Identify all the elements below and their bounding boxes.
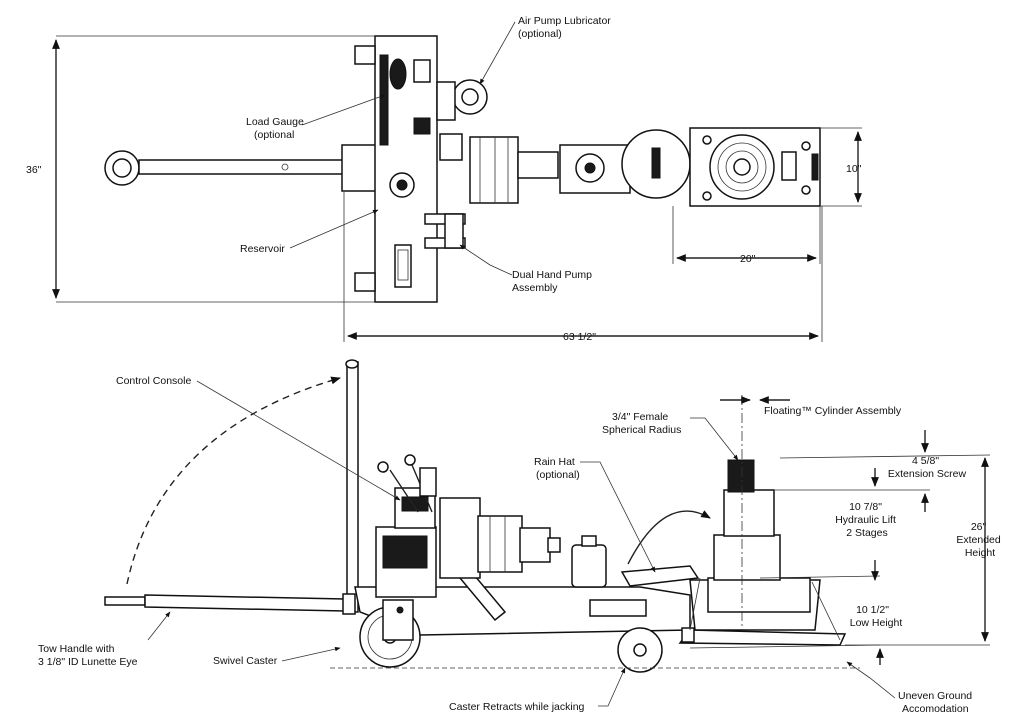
console-side: [375, 454, 561, 622]
extension-screw-label: 4 5/8" Extension Screw: [888, 455, 967, 480]
retracting-caster: [617, 627, 663, 673]
reservoir-label: Reservoir: [240, 243, 285, 255]
top-view: 36" 10" 20" 63 1/2" Air Pump Lubricator …: [26, 15, 862, 343]
floating-cylinder-label: Floating™ Cylinder Assembly: [764, 405, 902, 417]
console-top: [354, 35, 438, 303]
low-height-label: 10 1/2" Low Height: [850, 604, 903, 629]
load-gauge-label: Load Gauge (optional: [246, 116, 307, 141]
dual-hand-pump-label: Dual Hand Pump Assembly: [512, 269, 595, 294]
side-view: Control Console Tow Handle with 3 1/8" I…: [38, 359, 1003, 715]
control-console-label: Control Console: [116, 375, 191, 387]
uneven-ground-label: Uneven Ground Accomodation: [898, 690, 975, 715]
tow-bar-top: [104, 144, 377, 192]
reservoir-bottle: [571, 535, 607, 588]
extended-height-label: 26" Extended Height: [956, 521, 1003, 559]
handle-swing-arc: [126, 376, 341, 585]
caster-retracts-label: Caster Retracts while jacking: [449, 701, 585, 713]
air-pump-lubricator-label: Air Pump Lubricator (optional): [518, 15, 614, 40]
swivel-caster-label: Swivel Caster: [213, 655, 278, 667]
cylinder-assembly: [678, 395, 847, 646]
dim-63-1-2: 63 1/2": [563, 331, 596, 343]
dim-36: 36": [26, 164, 42, 176]
spherical-radius-label: 3/4" Female Spherical Radius: [602, 411, 681, 436]
top-dimensions: 36" 10" 20" 63 1/2": [26, 35, 862, 343]
rain-hat: [620, 565, 700, 587]
rain-hat-arc: [627, 510, 711, 565]
hydraulic-lift-label: 10 7/8" Hydraulic Lift 2 Stages: [835, 501, 899, 539]
top-labels: Air Pump Lubricator (optional) Load Gaug…: [240, 15, 614, 294]
jack-head-top: [621, 127, 821, 207]
upright-handle: [346, 361, 359, 613]
rain-hat-label: Rain Hat (optional): [534, 456, 580, 481]
side-dimensions: [759, 430, 991, 665]
tow-handle-side: [104, 593, 356, 615]
tow-handle-label: Tow Handle with 3 1/8" ID Lunette Eye: [38, 643, 138, 668]
pump-top: [424, 79, 631, 249]
side-labels: Control Console Tow Handle with 3 1/8" I…: [38, 375, 1003, 715]
dim-10: 10": [846, 163, 862, 175]
dim-20: 20": [740, 253, 756, 265]
swivel-caster: [359, 599, 421, 668]
